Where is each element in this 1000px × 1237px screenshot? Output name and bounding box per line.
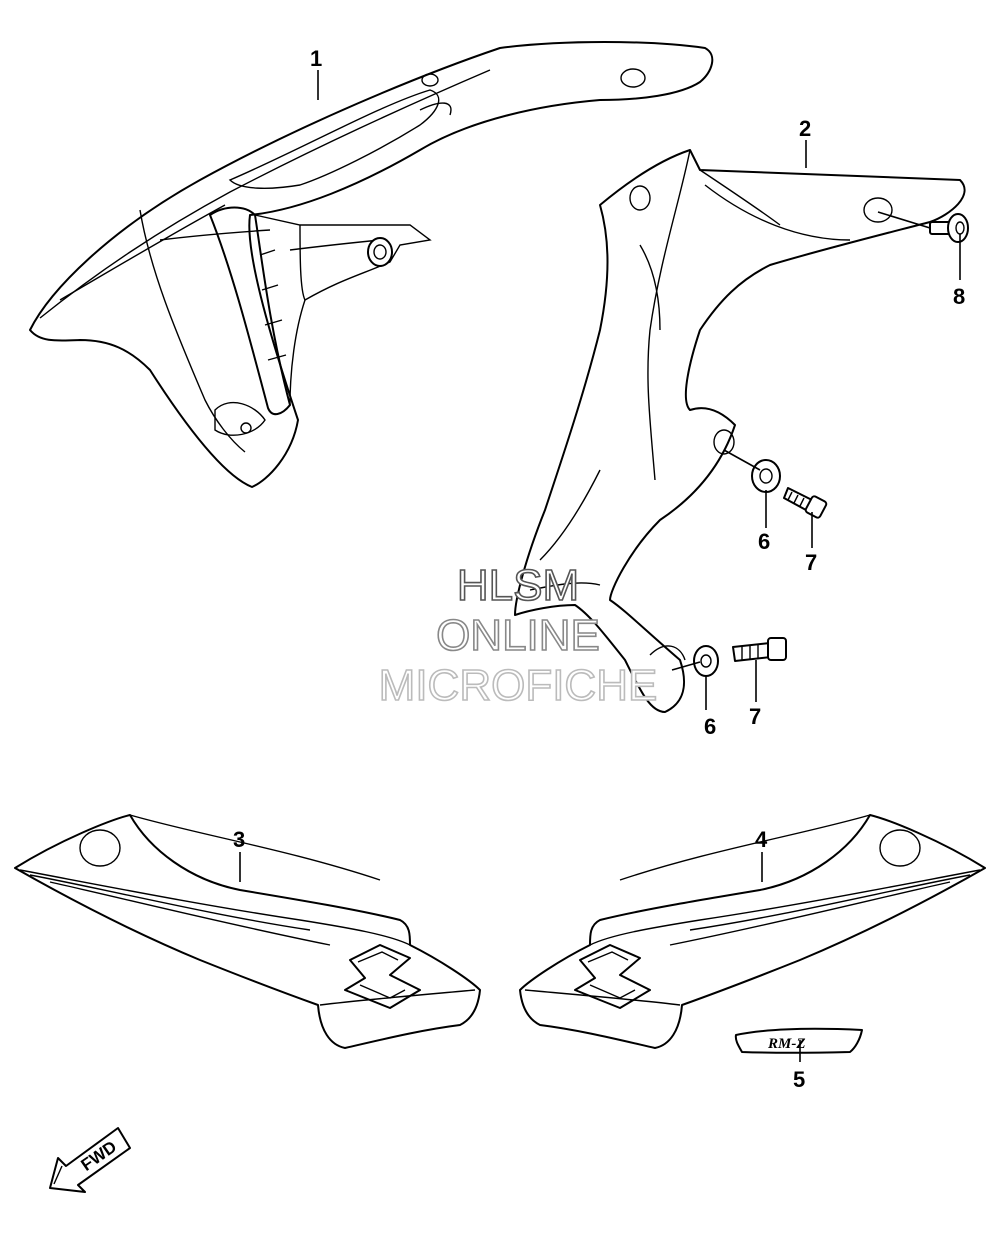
callout-8: 8	[953, 284, 965, 309]
watermark-line-2: ONLINE	[436, 611, 600, 660]
watermark-line-3: MICROFICHE	[379, 661, 658, 710]
leader-lines	[239, 70, 961, 1062]
part-2-right-shroud[interactable]	[514, 149, 966, 713]
part-8-bolt[interactable]	[929, 213, 969, 243]
part-7-bolt-lower[interactable]	[732, 637, 787, 662]
callout-2: 2	[799, 116, 811, 141]
callout-6-upper: 6	[758, 529, 770, 554]
part-6-collar-upper[interactable]	[751, 459, 781, 493]
emblem-text: RM-Z	[767, 1036, 806, 1052]
callout-1: 1	[310, 46, 322, 71]
callout-7-upper: 7	[805, 550, 817, 575]
part-7-bolt-upper[interactable]	[783, 487, 828, 519]
watermark-line-1: HLSM	[457, 561, 579, 610]
part-5-emblem[interactable]: RM-Z	[734, 1027, 863, 1054]
part-4-right-decal[interactable]	[519, 814, 986, 1049]
part-1-left-shroud[interactable]	[29, 41, 714, 488]
part-6-collar-lower[interactable]	[693, 645, 719, 677]
part-3-left-decal[interactable]	[14, 814, 481, 1049]
watermark: HLSM ONLINE MICROFICHE	[378, 560, 658, 711]
callout-7-lower: 7	[749, 704, 761, 729]
callout-5: 5	[793, 1067, 805, 1092]
callout-numbers: 1 2 3 4 5 6 6 7 7 8	[233, 46, 965, 1092]
callout-4: 4	[755, 827, 768, 852]
callout-3: 3	[233, 827, 245, 852]
callout-6-lower: 6	[704, 714, 716, 739]
fwd-arrow: FWD	[49, 1127, 131, 1193]
